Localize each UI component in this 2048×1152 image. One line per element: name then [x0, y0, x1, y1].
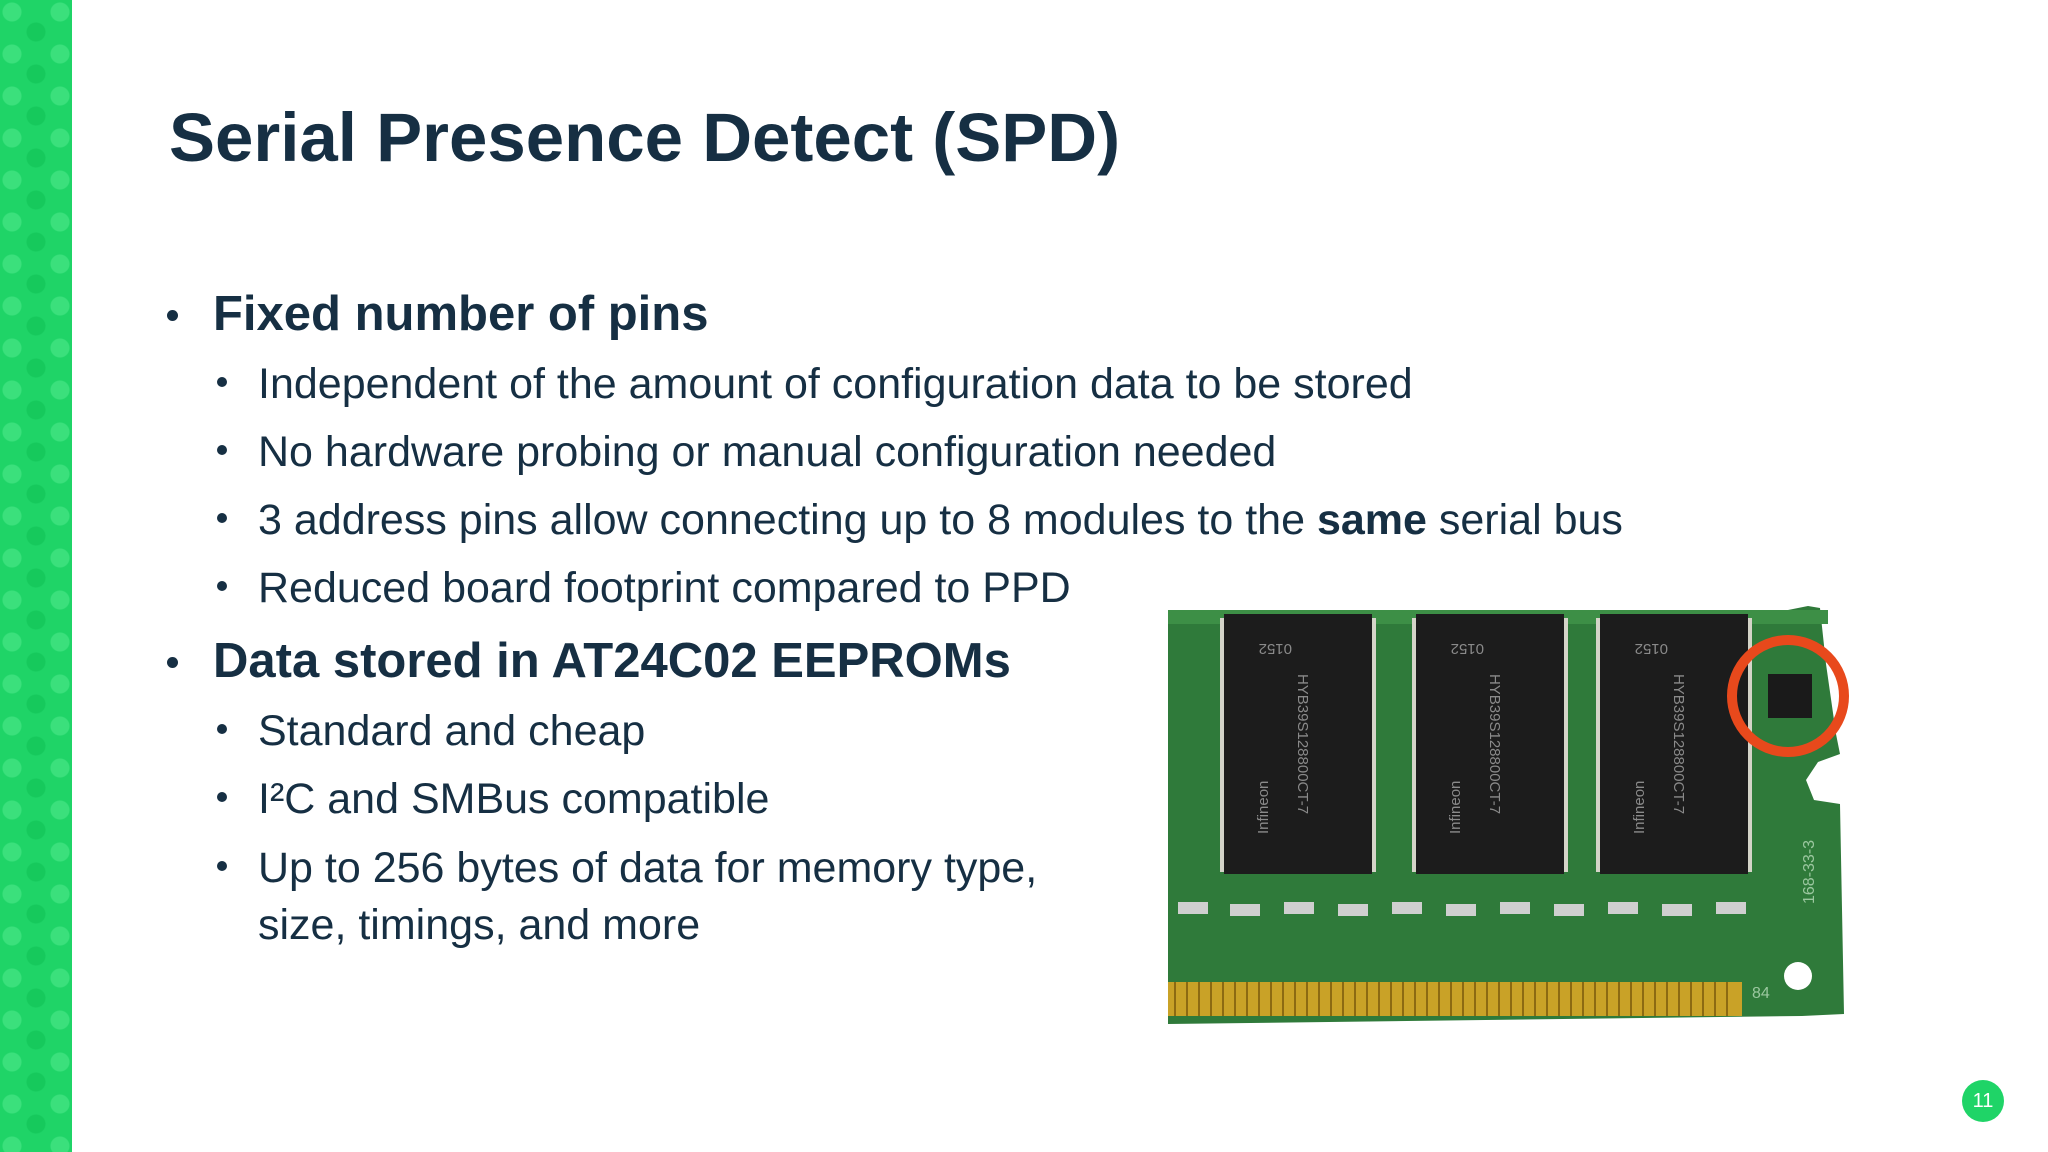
bullet-dot: [217, 581, 227, 591]
memory-chip: HYB39S128800CT-7 Infineon 0152: [1416, 614, 1564, 874]
bullet-text: I²C and SMBus compatible: [258, 775, 770, 823]
chip-label: HYB39S128800CT-7: [1670, 674, 1687, 814]
chip-label: HYB39S128800CT-7: [1294, 674, 1311, 814]
bullet-dot: [217, 377, 227, 387]
bullet-dot: [217, 792, 227, 802]
bullet-text: Standard and cheap: [258, 707, 646, 755]
bullet-text-emphasis: same: [1316, 496, 1427, 544]
bullet-text: Up to 256 bytes of data for memory type,…: [258, 840, 1037, 954]
spd-eeprom-chip: [1768, 674, 1812, 718]
pcb-pin-marking: 84: [1752, 985, 1770, 1002]
bullet-dot: [167, 310, 178, 321]
chip-code: 0152: [1635, 640, 1668, 657]
bullet-text: Reduced board footprint compared to PPD: [258, 564, 1071, 612]
pcb-hole: [1784, 962, 1812, 990]
chip-label: Infineon: [1447, 781, 1464, 834]
chip-label: HYB39S128800CT-7: [1486, 674, 1503, 814]
bullet-text: Independent of the amount of configurati…: [258, 360, 1413, 408]
bullet-dot: [217, 513, 227, 523]
pcb-marking: 168-33-3: [1801, 840, 1818, 904]
bullet-dot: [217, 724, 227, 734]
bullet-dot: [217, 445, 227, 455]
bullet-dot: [217, 861, 227, 871]
bullet-dot: [167, 657, 178, 668]
memory-chip: HYB39S128800CT-7 Infineon 0152: [1224, 614, 1372, 874]
chip-label: Infineon: [1631, 781, 1648, 834]
chip-pin-rows: [1220, 618, 1752, 872]
smd-components: [1178, 902, 1746, 916]
chip-label: Infineon: [1255, 781, 1272, 834]
bullet-text: No hardware probing or manual configurat…: [258, 428, 1277, 476]
ram-module-photo: HYB39S128800CT-7 Infineon 0152 HYB39S128…: [1168, 606, 1849, 1024]
gold-contacts-strip: [1168, 982, 1742, 1016]
bullet-text: Fixed number of pins: [213, 287, 709, 341]
chip-code: 0152: [1259, 640, 1292, 657]
bullet-text: 3 address pins allow connecting up to 8 …: [258, 492, 1623, 549]
decorative-side-strip: [0, 0, 72, 1152]
bullet-text-part: 3 address pins allow connecting up to 8 …: [258, 496, 1317, 544]
gold-contact-gaps: [1174, 982, 1728, 1016]
highlight-circle: [1727, 635, 1849, 757]
bullet-text-part: serial bus: [1426, 496, 1623, 544]
bullet-text-line: Up to 256 bytes of data for memory type,: [258, 844, 1038, 892]
slide-title: Serial Presence Detect (SPD): [169, 99, 1121, 176]
memory-chip: HYB39S128800CT-7 Infineon 0152: [1600, 614, 1748, 874]
bullet-text-line: size, timings, and more: [258, 901, 701, 949]
chip-code: 0152: [1451, 640, 1484, 657]
page-number-badge: 11: [1962, 1080, 2004, 1122]
bullet-text: Data stored in AT24C02 EEPROMs: [213, 634, 1011, 688]
